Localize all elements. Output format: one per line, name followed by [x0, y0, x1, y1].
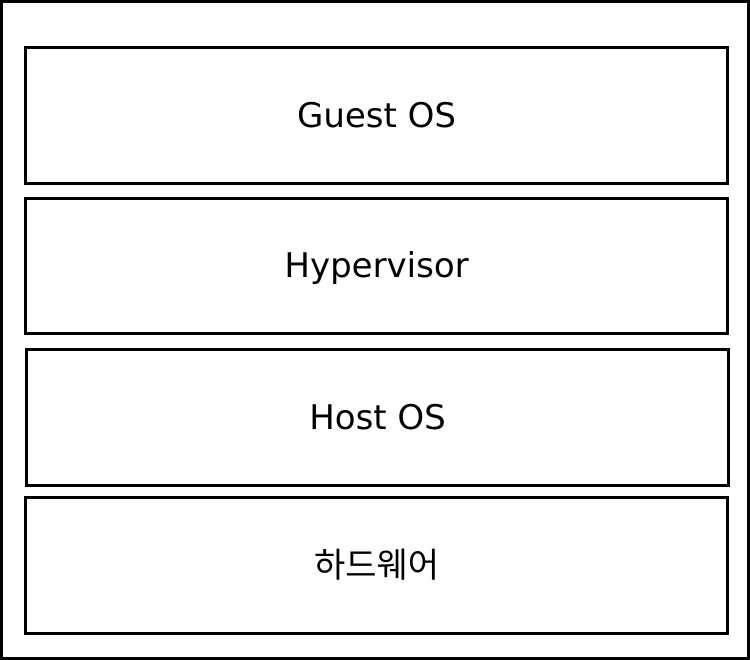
layer-label-hypervisor: Hypervisor — [284, 246, 469, 286]
layer-label-guest-os: Guest OS — [296, 95, 456, 136]
layer-hardware: 하드웨어 — [24, 496, 729, 635]
layer-guest-os: Guest OS — [24, 46, 729, 185]
layer-label-host-os: Host OS — [309, 397, 446, 438]
layer-host-os: Host OS — [25, 348, 730, 487]
layer-hypervisor: Hypervisor — [24, 197, 729, 335]
layer-label-hardware: 하드웨어 — [313, 545, 440, 586]
